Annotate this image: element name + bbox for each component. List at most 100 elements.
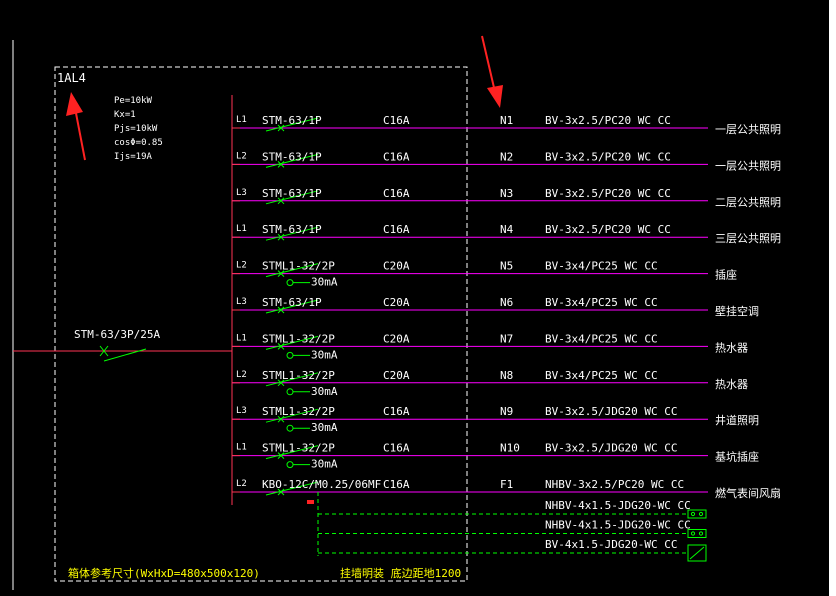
circuit-phase: L1	[236, 333, 247, 343]
rcd-rating: 30mA	[311, 458, 338, 471]
circuit-breaker: STML1-32/2P	[262, 260, 335, 273]
circuit-breaker: STML1-32/2P	[262, 369, 335, 382]
breaker-blade	[265, 226, 319, 241]
circuit-rating: C16A	[383, 114, 410, 127]
annotation-arrow-circuit	[481, 35, 503, 108]
breaker-blade	[265, 445, 319, 460]
circuit-breaker: STM-63/1P	[262, 296, 322, 309]
main-breaker-model: STM-63/3P/25A	[74, 328, 160, 341]
circuit-load: 基坑插座	[715, 450, 759, 464]
circuit-cable: BV-3x2.5/PC20 WC CC	[545, 114, 671, 127]
rcd-symbol	[286, 388, 294, 396]
circuit-phase: L1	[236, 115, 247, 125]
breaker-blade	[265, 481, 319, 496]
circuit-cable: BV-3x2.5/PC20 WC CC	[545, 187, 671, 200]
circuit-row: L1 STM-63/1P C16A N4 BV-3x2.5/PC20 WC CC 三层公共…	[232, 223, 781, 245]
terminal-point	[698, 531, 704, 536]
circuit-cable: BV-3x2.5/JDG20 WC CC	[545, 442, 677, 455]
circuit-load: 燃气表间风扇	[715, 486, 781, 500]
circuit-phase: L3	[236, 406, 247, 416]
control-cable: NHBV-4x1.5-JDG20-WC CC	[545, 499, 691, 512]
circuit-cable: NHBV-3x2.5/PC20 WC CC	[545, 478, 684, 491]
circuit-cable: BV-3x2.5/PC20 WC CC	[545, 223, 671, 236]
breaker-cross	[277, 124, 285, 132]
terminal-point	[698, 511, 704, 517]
circuit-number: N5	[500, 260, 513, 273]
breaker-blade	[265, 372, 319, 387]
circuit-load: 二层公共照明	[715, 196, 781, 209]
param-ijs: Ijs=19A	[114, 152, 153, 162]
circuit-cable: BV-3x4/PC25 WC CC	[545, 260, 658, 273]
circuit-rating: C16A	[383, 150, 410, 163]
circuit-load: 三层公共照明	[715, 232, 781, 245]
circuit-load: 一层公共照明	[715, 123, 781, 136]
control-line: NHBV-4x1.5-JDG20-WC CC	[318, 519, 707, 538]
control-lines: NHBV-4x1.5-JDG20-WC CC NHBV-4x1.5-JDG20-W…	[318, 499, 707, 562]
breaker-blade	[265, 299, 319, 314]
breaker-cross	[277, 343, 285, 350]
circuit-rating: C20A	[383, 369, 410, 382]
circuit-number: N4	[500, 223, 514, 236]
breaker-cross	[277, 161, 285, 168]
rcd-symbol	[286, 424, 294, 432]
rcd-rating: 30mA	[311, 276, 338, 289]
size-note: 箱体参考尺寸(WxHxD=480x500x120)	[68, 566, 260, 580]
breaker-blade	[265, 408, 319, 423]
circuit-number: N3	[500, 187, 513, 200]
param-pjs: Pjs=10kW	[114, 124, 158, 134]
circuit-rating: C16A	[383, 478, 410, 491]
breaker-blade	[265, 153, 319, 168]
rcd-symbol	[286, 351, 294, 359]
circuit-number: N10	[500, 442, 520, 455]
circuit-phase: L2	[236, 479, 247, 489]
terminal-box	[687, 509, 707, 519]
circuit-phase: L1	[236, 224, 247, 234]
circuit-cable: BV-3x4/PC25 WC CC	[545, 296, 658, 309]
circuit-number: F1	[500, 478, 513, 491]
rcd-symbol	[286, 461, 294, 469]
circuit-breaker: STML1-32/2P	[262, 405, 335, 418]
control-line: BV-4x1.5-JDG20-WC CC	[318, 538, 707, 562]
contactor-mark	[307, 500, 314, 504]
breaker-cross	[277, 452, 285, 459]
breaker-cross	[277, 197, 285, 205]
circuit-rating: C16A	[383, 405, 410, 418]
circuit-cable: BV-3x4/PC25 WC CC	[545, 332, 658, 345]
circuit-number: N7	[500, 332, 513, 345]
breaker-cross	[277, 379, 285, 387]
circuit-number: N9	[500, 405, 513, 418]
circuit-load: 插座	[715, 268, 737, 282]
circuit-breaker: STM-63/1P	[262, 223, 322, 236]
breaker-cross	[277, 415, 285, 423]
circuit-rating: C16A	[383, 442, 410, 455]
circuit-rating: C16A	[383, 187, 410, 200]
param-pe: Pe=10kW	[114, 96, 153, 106]
circuit-rating: C20A	[383, 332, 410, 345]
circuit-phase: L1	[236, 443, 247, 453]
terminal-box	[687, 529, 707, 538]
circuit-phase: L2	[236, 151, 247, 161]
rcd-rating: 30mA	[311, 348, 338, 361]
circuit-rating: C16A	[383, 223, 410, 236]
circuit-load: 壁挂空调	[715, 304, 759, 318]
fan-blade	[689, 546, 705, 560]
breaker-cross	[277, 233, 285, 241]
circuit-breaker: STM-63/1P	[262, 114, 322, 127]
mount-note: 挂墙明装 底边距地1200	[340, 566, 461, 580]
panel-frame	[54, 66, 468, 582]
circuit-number: N6	[500, 296, 513, 309]
param-cos: cosΦ=0.85	[114, 138, 163, 148]
breaker-cross	[277, 488, 285, 496]
terminal-point	[690, 511, 696, 517]
circuit-phase: L3	[236, 297, 247, 307]
